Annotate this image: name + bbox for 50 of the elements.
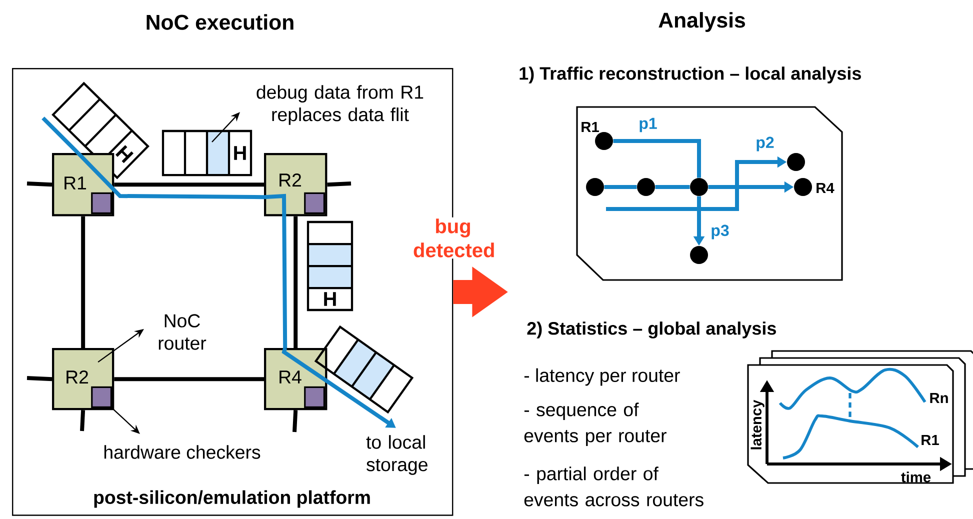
- route-line: [613, 139, 701, 178]
- series-label: R1: [922, 434, 939, 446]
- edge-label: p1: [637, 116, 659, 134]
- link-line: [327, 182, 352, 187]
- dot-label: R1: [582, 122, 599, 132]
- route-line: [42, 116, 80, 154]
- link-line: [81, 216, 86, 348]
- dot-label: R4: [816, 182, 834, 194]
- route-line: [604, 185, 637, 189]
- annotation-text: to local storage: [366, 435, 428, 475]
- link-line: [26, 376, 52, 382]
- router-dot: [787, 153, 805, 171]
- axis-label: latency: [750, 400, 764, 450]
- router-dot: [794, 178, 812, 196]
- bullet-text: - partial order of events across routers: [524, 466, 704, 506]
- subsection-heading: 1) Traffic reconstruction – local analysis: [520, 66, 861, 84]
- link-line: [292, 410, 298, 432]
- router-dot: [586, 178, 604, 196]
- annotation-text: NoC router: [158, 314, 206, 350]
- flit-buffer: H: [162, 130, 252, 176]
- section-heading: Analysis: [658, 12, 745, 32]
- router-dot: [637, 178, 655, 196]
- link-line: [80, 410, 86, 432]
- router-dot: [595, 132, 613, 150]
- link-line: [114, 182, 264, 187]
- checker-square: [304, 386, 325, 408]
- edge-label: p3: [709, 223, 731, 241]
- checker-square: [304, 192, 325, 214]
- checker-square: [91, 386, 112, 408]
- bullet-text: - sequence of events per router: [524, 402, 666, 446]
- edge-label: p2: [754, 135, 776, 153]
- router-dot: [690, 246, 708, 264]
- series-label: Rn: [930, 392, 948, 404]
- bullet-text: - latency per router: [524, 368, 680, 386]
- link-line: [294, 216, 298, 348]
- flit-buffer: H: [306, 220, 354, 312]
- section-heading: NoC execution: [146, 14, 294, 30]
- route-line: [76, 152, 264, 200]
- router-dot: [690, 178, 708, 196]
- axis-label: time: [901, 472, 931, 482]
- checker-square: [91, 192, 112, 214]
- edge-label: bug detected: [412, 217, 494, 259]
- annotation-text: debug data from R1 replaces data flit: [256, 85, 424, 125]
- graph-panel: [576, 106, 843, 281]
- link-line: [114, 377, 264, 382]
- subsection-heading: 2) Statistics – global analysis: [527, 322, 776, 338]
- route-line: [655, 185, 690, 189]
- route-line: [264, 194, 288, 348]
- annotation-text: hardware checkers: [104, 445, 260, 459]
- link-line: [26, 182, 52, 187]
